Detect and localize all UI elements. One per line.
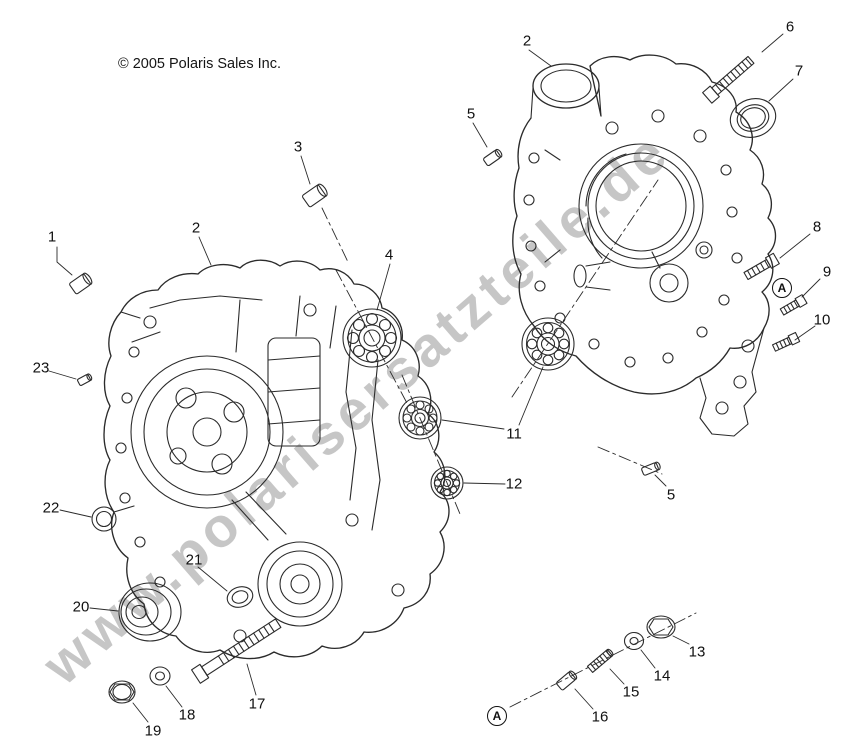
callout-9: 9 bbox=[822, 263, 832, 281]
callout-14: 14 bbox=[653, 667, 671, 685]
bearing-11a bbox=[521, 317, 575, 371]
part-7-seal bbox=[729, 98, 777, 138]
part-3-bushing bbox=[302, 183, 328, 208]
callout-15: 15 bbox=[622, 683, 640, 701]
callout-16: 16 bbox=[591, 708, 609, 726]
callout-21: 21 bbox=[185, 551, 203, 569]
callout-12: 12 bbox=[505, 475, 523, 493]
callout-8: 8 bbox=[812, 218, 822, 236]
leader-lines bbox=[48, 33, 821, 723]
callout-3: 3 bbox=[293, 138, 303, 156]
right-crankcase-half bbox=[512, 54, 777, 437]
part-21-seal bbox=[226, 586, 254, 608]
ref-letter-a-bottom: A bbox=[487, 706, 507, 726]
part-5-pin-top bbox=[483, 148, 503, 167]
callout-19: 19 bbox=[144, 722, 162, 740]
callout-7: 7 bbox=[794, 62, 804, 80]
part-20-plug bbox=[118, 582, 182, 642]
callout-5-top: 5 bbox=[466, 105, 476, 123]
callout-6: 6 bbox=[785, 18, 795, 36]
bearing-11b bbox=[398, 396, 442, 440]
callout-20: 20 bbox=[72, 598, 90, 616]
part-10-screw bbox=[771, 331, 801, 352]
part-5-pin-right bbox=[641, 461, 661, 476]
callout-1: 1 bbox=[47, 228, 57, 246]
callout-13: 13 bbox=[688, 643, 706, 661]
part-17-bolt bbox=[191, 618, 282, 684]
bearing-12 bbox=[430, 466, 464, 500]
ref-letter-a-right: A bbox=[772, 278, 792, 298]
part-22-oring bbox=[91, 506, 117, 532]
part-16-spacer bbox=[556, 670, 578, 691]
callout-17: 17 bbox=[248, 695, 266, 713]
callout-10: 10 bbox=[813, 311, 831, 329]
callout-2-left: 2 bbox=[191, 219, 201, 237]
part-23-pin bbox=[77, 373, 93, 386]
part-1-plug bbox=[69, 272, 93, 295]
callout-4: 4 bbox=[384, 246, 394, 264]
callout-2-top: 2 bbox=[522, 32, 532, 50]
assembly-axis-lines bbox=[321, 179, 697, 708]
part-6-bolt bbox=[702, 55, 755, 104]
part-13-flange-bolt bbox=[646, 615, 676, 639]
left-crankcase-half bbox=[103, 259, 450, 660]
part-19-flange-bolt bbox=[108, 680, 136, 704]
callout-11: 11 bbox=[506, 425, 522, 443]
part-18-washer bbox=[149, 666, 171, 686]
copyright-text: © 2005 Polaris Sales Inc. bbox=[118, 56, 282, 72]
callout-23: 23 bbox=[32, 359, 50, 377]
callout-18: 18 bbox=[178, 706, 196, 724]
part-9-screw bbox=[779, 294, 808, 316]
callout-22: 22 bbox=[42, 499, 60, 517]
callout-5-right: 5 bbox=[666, 486, 676, 504]
part-8-bolt bbox=[743, 252, 780, 281]
